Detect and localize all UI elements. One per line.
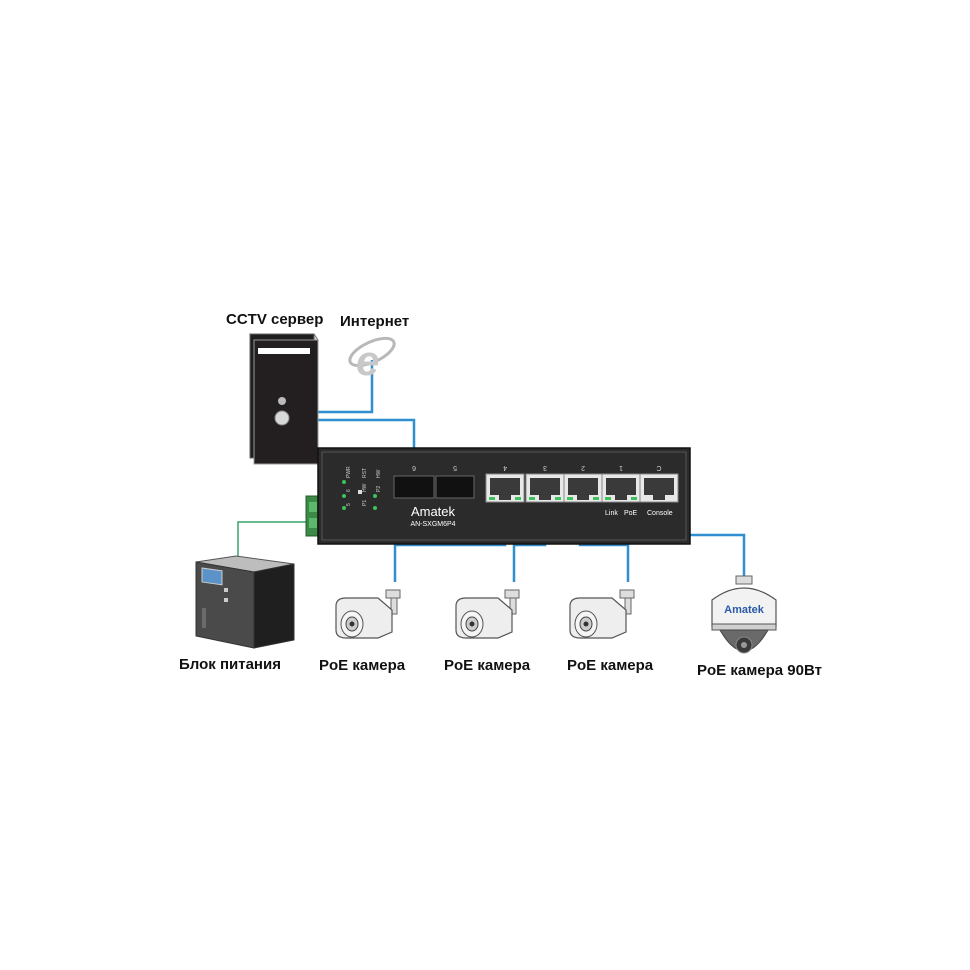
label-power-supply: Блок питания — [179, 656, 281, 673]
port-number: 6 — [412, 464, 416, 471]
cable-power — [237, 521, 312, 560]
led-label: 6 — [346, 489, 352, 492]
bullet-camera-1 — [335, 589, 401, 639]
led-label: P2 — [376, 486, 382, 492]
console-port — [639, 473, 679, 503]
led-label: RST — [362, 468, 368, 478]
led — [342, 494, 346, 498]
dome-camera-90w: Amatek — [711, 575, 777, 654]
switch: PWR 6 5 RST HW P1 P2 HW 6 5 Amatek AN-SX… — [305, 447, 691, 545]
label-poe-camera-3: PoE камера — [567, 657, 654, 674]
switch-led-labels: PWR 6 5 RST HW P1 P2 HW — [346, 466, 382, 506]
rj45-port-1 — [601, 473, 641, 503]
led — [342, 506, 346, 510]
led-label: HW — [362, 483, 368, 492]
port-number: 2 — [581, 464, 585, 471]
rj45-ports — [485, 473, 679, 503]
label-poe-camera-90w: PoE камера 90Вт — [697, 662, 822, 679]
svg-text:e: e — [356, 337, 379, 384]
port-number: 5 — [453, 464, 457, 471]
rj45-port-4 — [485, 473, 525, 503]
port-legend-console: Console — [647, 510, 673, 517]
port-legend-link: Link — [605, 510, 618, 517]
internet-icon: e — [348, 336, 396, 384]
sfp-port-5 — [435, 475, 475, 499]
led-label: PWR — [346, 466, 352, 478]
cctv-server — [249, 333, 319, 465]
bullet-camera-2 — [455, 589, 520, 639]
port-legend-poe: PoE — [624, 510, 638, 517]
power-supply — [195, 555, 295, 649]
led — [373, 506, 377, 510]
bullet-camera-3 — [569, 589, 635, 639]
cable-server-internet — [316, 360, 374, 414]
dome-camera-brand: Amatek — [724, 604, 765, 616]
led-label: HW — [376, 469, 382, 478]
led — [342, 480, 346, 484]
label-internet: Интернет — [340, 313, 410, 330]
port-number: 3 — [543, 464, 547, 471]
label-cctv-server: CCTV сервер — [226, 311, 324, 328]
rj45-port-3 — [525, 473, 565, 503]
led — [373, 494, 377, 498]
label-poe-camera-2: PoE камера — [444, 657, 531, 674]
rj45-port-2 — [563, 473, 603, 503]
switch-leds — [342, 480, 377, 510]
sfp-port-6 — [393, 475, 435, 499]
led-label: P1 — [362, 500, 368, 506]
switch-brand: Amatek — [411, 504, 456, 519]
switch-model: AN-SXGM6P4 — [410, 521, 455, 528]
port-number: C — [656, 464, 661, 471]
port-number: 4 — [503, 464, 507, 471]
port-number: 1 — [619, 464, 623, 471]
label-poe-camera-1: PoE камера — [319, 657, 406, 674]
led-label: 5 — [346, 503, 352, 506]
